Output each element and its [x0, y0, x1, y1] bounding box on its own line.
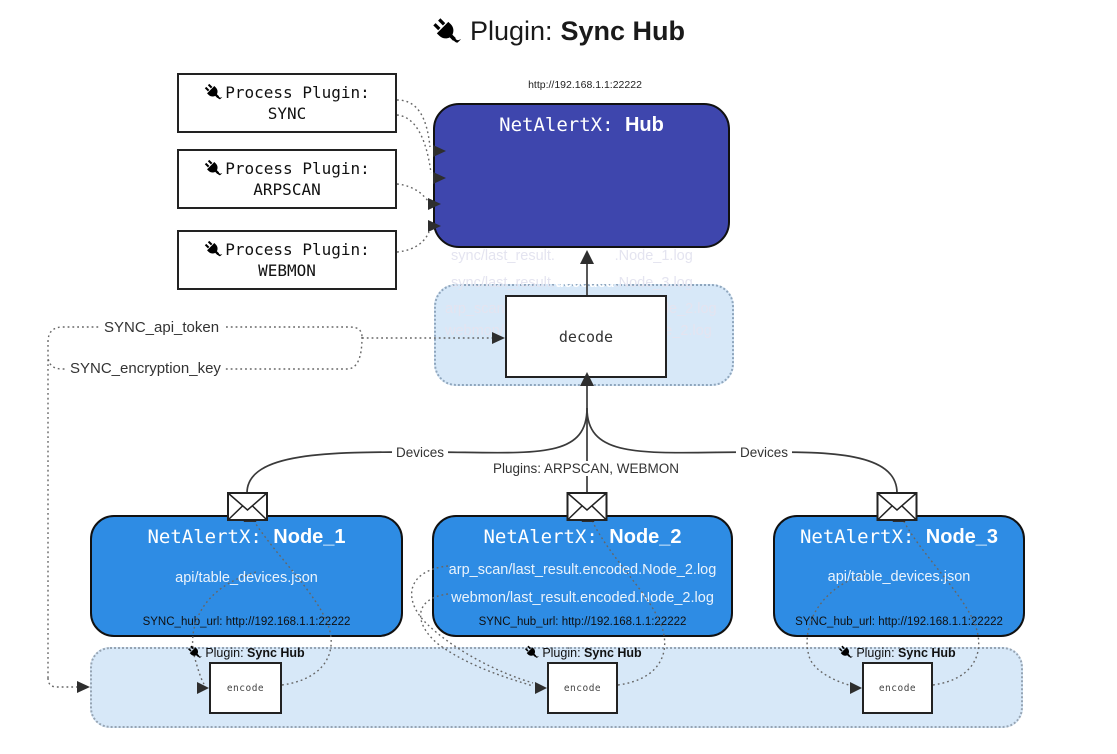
node-1-box: NetAlertX: Node_1 api/table_devices.json…	[90, 515, 403, 637]
process-plugin-webmon: Process Plugin: WEBMON	[177, 230, 397, 290]
process-plugin-name: WEBMON	[258, 261, 316, 280]
decode-box: decode	[505, 295, 667, 378]
node-3-box: NetAlertX: Node_3 api/table_devices.json…	[773, 515, 1025, 637]
process-plugin-sync: Process Plugin: SYNC	[177, 73, 397, 133]
devices-label-left: Devices	[391, 445, 449, 460]
token-links	[47, 326, 505, 693]
plug-icon	[203, 158, 225, 180]
process-plugin-name: ARPSCAN	[253, 180, 321, 199]
process-plugin-label: Process Plugin:	[225, 159, 370, 178]
node-title: NetAlertX: Node_1	[147, 526, 346, 548]
process-plugin-label: Process Plugin:	[225, 83, 370, 102]
hub-url: http://192.168.1.1:22222	[528, 79, 642, 91]
node-file-line: api/table_devices.json	[827, 569, 971, 585]
node-file-line: arp_scan/last_result.encoded.Node_2.log	[448, 562, 717, 578]
process-plugin-name: SYNC	[267, 104, 307, 123]
node-hub-url: SYNC_hub_url: http://192.168.1.1:22222	[795, 616, 1003, 628]
node-hub-url: SYNC_hub_url: http://192.168.1.1:22222	[478, 616, 687, 628]
encode-box-2: encode	[547, 662, 618, 714]
page-title: Plugin: Sync Hub	[0, 15, 1117, 50]
plug-icon	[203, 239, 225, 261]
process-plugin-arpscan: Process Plugin: ARPSCAN	[177, 149, 397, 209]
plugins-edge-label: Plugins: ARPSCAN, WEBMON	[488, 461, 684, 476]
plug-icon	[431, 15, 465, 50]
plug-icon	[837, 644, 855, 662]
strip-plugin-label: Plugin: Sync Hub	[523, 644, 642, 662]
node-file-line: webmon/last_result.encoded.Node_2.log	[451, 590, 714, 606]
page-title-text: Plugin:	[469, 16, 553, 46]
encode-box-3: encode	[862, 662, 933, 714]
process-plugin-label: Process Plugin:	[225, 240, 370, 259]
hub-log-line: sync/last_result.decoded.Node_1.log	[451, 248, 693, 264]
encode-box-1: encode	[209, 662, 282, 714]
hub-log-line: sync/last_result.decoded.Node_3.log	[451, 275, 693, 291]
node-title: NetAlertX: Node_3	[799, 526, 999, 548]
plug-icon	[523, 644, 541, 662]
devices-label-right: Devices	[735, 445, 793, 460]
page-title-bold: Sync Hub	[560, 16, 686, 46]
plug-icon	[203, 82, 225, 104]
sync-encryption-key-label: SYNC_encryption_key	[66, 360, 225, 377]
hub-box: NetAlertX: Hub sync/last_result.decoded.…	[433, 103, 730, 339]
sync-api-token-label: SYNC_api_token	[100, 319, 224, 336]
node-hub-url: SYNC_hub_url: http://192.168.1.1:22222	[142, 616, 351, 628]
strip-plugin-label: Plugin: Sync Hub	[837, 644, 956, 662]
node-title: NetAlertX: Node_2	[483, 526, 682, 548]
node-file-line: api/table_devices.json	[175, 570, 318, 586]
hub-title: NetAlertX: Hub	[499, 114, 664, 136]
plug-icon	[186, 644, 204, 662]
node-2-box: NetAlertX: Node_2 arp_scan/last_result.e…	[432, 515, 733, 637]
strip-plugin-label: Plugin: Sync Hub	[186, 644, 305, 662]
